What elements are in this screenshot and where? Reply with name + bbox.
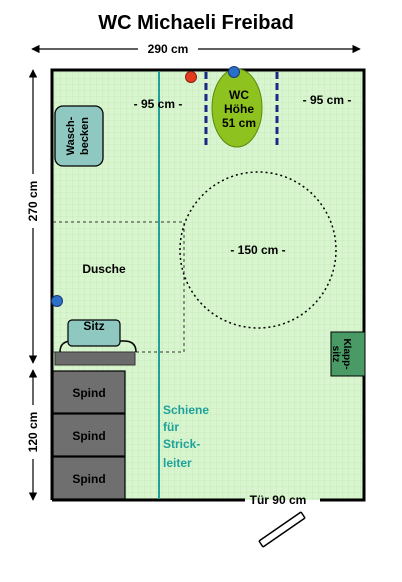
wc-label-line3: 51 cm: [222, 116, 256, 130]
width-label-bg: [138, 40, 198, 56]
width-label: 290 cm: [148, 42, 189, 56]
blue-marker-top: [228, 66, 240, 78]
right-span-label: - 95 cm -: [303, 93, 352, 107]
locker-2-label: Spind: [72, 429, 105, 443]
folding-seat-label-line1: Klapp-: [341, 338, 352, 369]
locker-1-label: Spind: [72, 386, 105, 400]
rail-label-line3: Strick-: [163, 437, 200, 451]
wc-label-line1: WC: [229, 88, 249, 102]
rail-label-line2: für: [163, 420, 179, 434]
turning-circle: [179, 171, 337, 329]
page-title: WC Michaeli Freibad: [98, 12, 294, 34]
shower-label: Dusche: [82, 262, 126, 276]
red-marker: [185, 71, 197, 83]
door-leaf: [258, 511, 306, 548]
seat-label: Sitz: [83, 319, 104, 333]
height-label-bg: [25, 174, 41, 228]
rail-label-line4: leiter: [163, 456, 192, 470]
sink-label-line1: Wasch-: [65, 116, 77, 155]
locker-1: [52, 370, 126, 414]
sink-label-line2: becken: [79, 117, 91, 155]
height-label: 270 cm: [26, 181, 40, 222]
turning-circle-label: - 150 cm -: [230, 243, 285, 257]
left-span-label: - 95 cm -: [134, 97, 183, 111]
blue-marker-left: [51, 295, 63, 307]
locker-height-label: 120 cm: [26, 412, 40, 453]
shower-seat: [67, 319, 121, 347]
locker-3: [52, 456, 126, 500]
locker-3-label: Spind: [72, 472, 105, 486]
seat-ledge: [54, 351, 136, 366]
rail-label-line1: Schiene: [163, 403, 209, 417]
locker-height-label-bg: [25, 405, 41, 459]
folding-seat: [330, 331, 366, 377]
wc-label-line2: Höhe: [224, 102, 254, 116]
locker-2: [52, 413, 126, 457]
folding-seat-label-line2: sitz: [330, 346, 341, 363]
sink: [54, 105, 104, 167]
door-label: Tür 90 cm: [250, 493, 307, 507]
room-walls: [50, 68, 366, 502]
